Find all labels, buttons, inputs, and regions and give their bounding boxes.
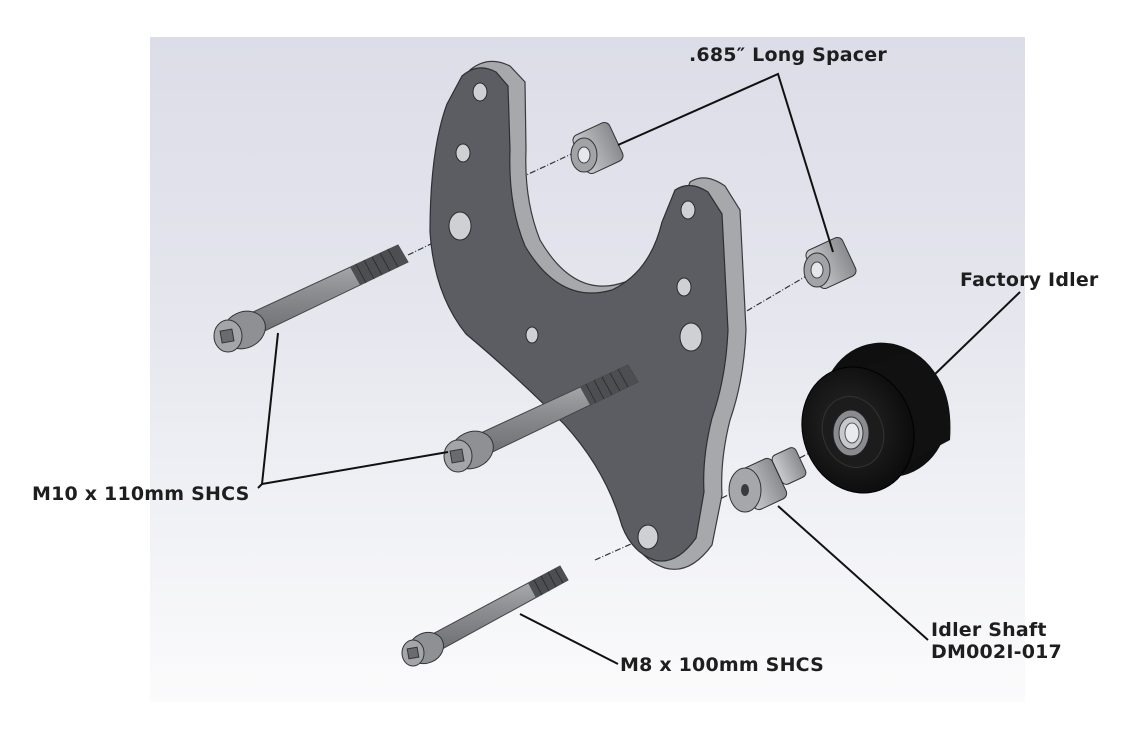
m8-bolt bbox=[401, 565, 569, 667]
label-m10-bolts: M10 x 110mm SHCS bbox=[32, 483, 250, 505]
label-idler-shaft-name: Idler Shaft bbox=[931, 619, 1047, 641]
m10-bolt-left bbox=[213, 244, 409, 353]
label-idler-shaft-part-number: DM002I-017 bbox=[931, 641, 1062, 663]
label-m8-bolt: M8 x 100mm SHCS bbox=[620, 654, 825, 676]
label-idler-shaft: Idler Shaft DM002I-017 bbox=[931, 619, 1062, 663]
leader-lines bbox=[257, 72, 1021, 665]
idler-shaft bbox=[728, 447, 807, 513]
spacer-lower bbox=[803, 236, 857, 290]
factory-idler-pulley bbox=[801, 342, 951, 494]
label-spacer: .685″ Long Spacer bbox=[689, 44, 887, 66]
spacer-upper bbox=[570, 121, 624, 175]
bracket bbox=[429, 60, 747, 570]
m10-bolt-center bbox=[443, 364, 639, 473]
label-factory-idler: Factory Idler bbox=[960, 269, 1099, 291]
